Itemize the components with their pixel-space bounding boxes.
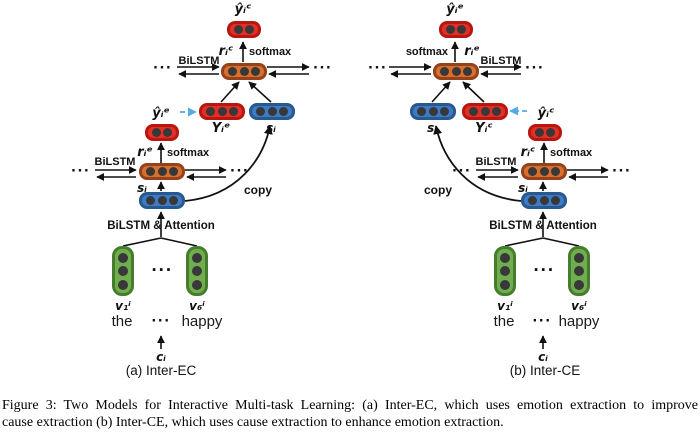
low-bilstm-label: BiLSTM (475, 156, 517, 168)
cause-prediction-node (528, 124, 562, 141)
word-vector-line-right (160, 237, 198, 247)
emotion-prediction-label: ŷᵢᵉ (152, 106, 170, 121)
word-vector-node-last (568, 246, 590, 296)
upper-bilstm-hidden-node (221, 63, 267, 80)
top-ellipsis-left: ··· (153, 61, 173, 76)
emotion-embedding-label: Yᵢᵉ (211, 121, 231, 136)
panel-inter-ce: ŷᵢᵉ softmax rᵢᵉ BiLSTM ··· ··· sᵢ Yᵢᶜ ŷᵢ… (350, 0, 700, 398)
figure-caption: Figure 3: Two Models for Interactive Mul… (2, 397, 698, 431)
top-bilstm-label: BiLSTM (480, 55, 522, 67)
emotion-prediction-node (145, 124, 179, 141)
emotion-rep-label: rᵢᵉ (464, 44, 480, 59)
top-softmax-label: softmax (405, 46, 448, 58)
low-ellipsis-left: ··· (452, 164, 472, 179)
top-bilstm-label: BiLSTM (178, 55, 220, 67)
cause-rep-label: rᵢᶜ (520, 145, 536, 160)
state-to-upper-arrow (248, 81, 272, 103)
word-vector-line-left (504, 237, 544, 247)
emotion-rep-label: rᵢᵉ (137, 145, 153, 160)
cause-prediction-label: ŷᵢᶜ (537, 106, 555, 121)
clause-state-copy-label: sᵢ (266, 121, 276, 135)
cause-embedding-node (462, 103, 508, 120)
word-ellipsis: ··· (151, 314, 171, 329)
low-ellipsis-left: ··· (71, 164, 91, 179)
word-vector-label-first: v₁ⁱ (497, 299, 513, 313)
word-last: happy (558, 313, 600, 330)
cause-embedding-label: Yᵢᶜ (475, 121, 493, 136)
panel-b-name: (b) Inter-CE (509, 363, 581, 378)
low-ellipsis-right: ··· (612, 164, 632, 179)
word-ellipsis: ··· (532, 314, 552, 329)
clause-label: cᵢ (156, 350, 166, 364)
word-vector-label-last: v₆ⁱ (189, 299, 205, 313)
bilstm-attention-label: BiLSTM & Attention (489, 220, 597, 232)
lower-bilstm-hidden-node (521, 163, 567, 180)
clause-state-copy-node (249, 103, 295, 120)
copy-label: copy (244, 183, 273, 197)
emotion-prediction-node (439, 21, 473, 38)
low-bilstm-label: BiLSTM (94, 156, 136, 168)
low-ellipsis-right: ··· (230, 164, 250, 179)
clause-state-node (521, 192, 567, 209)
bilstm-attention-label: BiLSTM & Attention (107, 220, 215, 232)
cause-prediction-node (227, 21, 261, 38)
top-ellipsis-right: ··· (525, 61, 545, 76)
clause-state-copy-node (410, 103, 456, 120)
copy-arrow (184, 125, 273, 202)
word-first: the (493, 313, 515, 330)
clause-state-label: sᵢ (137, 181, 147, 195)
word-vector-label-last: v₆ⁱ (571, 299, 587, 313)
word-last: happy (181, 313, 223, 330)
panel-b-arrows (389, 41, 609, 349)
cause-rep-label: rᵢᶜ (218, 44, 234, 59)
word-vector-ellipsis: ··· (533, 261, 555, 279)
clause-state-label: sᵢ (518, 181, 528, 195)
upper-bilstm-hidden-node (433, 63, 479, 80)
word-vector-label-first: v₁ⁱ (115, 299, 131, 313)
lower-bilstm-hidden-node (139, 163, 185, 180)
word-vector-node-first (494, 246, 516, 296)
word-vector-node-last (186, 246, 208, 296)
copy-arrow (433, 125, 522, 202)
word-first: the (111, 313, 133, 330)
clause-label: cᵢ (538, 350, 548, 364)
word-vector-line-right (542, 237, 580, 247)
figure-caption-line1: Figure 3: Two Models for Interactive Mul… (2, 398, 698, 413)
word-vector-ellipsis: ··· (151, 261, 173, 279)
cause-prediction-label: ŷᵢᶜ (234, 2, 252, 17)
figure-caption-line2: cause extraction (b) Inter-CE, which use… (2, 415, 504, 430)
embedding-to-upper-arrow (220, 81, 240, 103)
low-softmax-label: softmax (550, 147, 593, 159)
panel-a-arrows (95, 41, 310, 349)
emotion-prediction-label: ŷᵢᵉ (446, 2, 464, 17)
word-vector-line-left (122, 237, 162, 247)
state-to-upper-arrow (431, 81, 451, 103)
clause-state-node (139, 192, 185, 209)
clause-state-copy-label: sᵢ (427, 121, 437, 135)
panel-inter-ec: ŷᵢᶜ rᵢᶜ softmax BiLSTM ··· ··· ŷᵢᵉ Yᵢᵉ s… (0, 0, 350, 398)
panel-a-name: (a) Inter-EC (125, 363, 197, 378)
word-vector-node-first (112, 246, 134, 296)
top-ellipsis-right: ··· (313, 61, 333, 76)
embedding-to-upper-arrow (462, 81, 485, 103)
emotion-embedding-node (199, 103, 245, 120)
top-ellipsis-left: ··· (368, 61, 388, 76)
top-softmax-label: softmax (249, 46, 292, 58)
low-softmax-label: softmax (167, 147, 210, 159)
copy-label: copy (424, 183, 453, 197)
